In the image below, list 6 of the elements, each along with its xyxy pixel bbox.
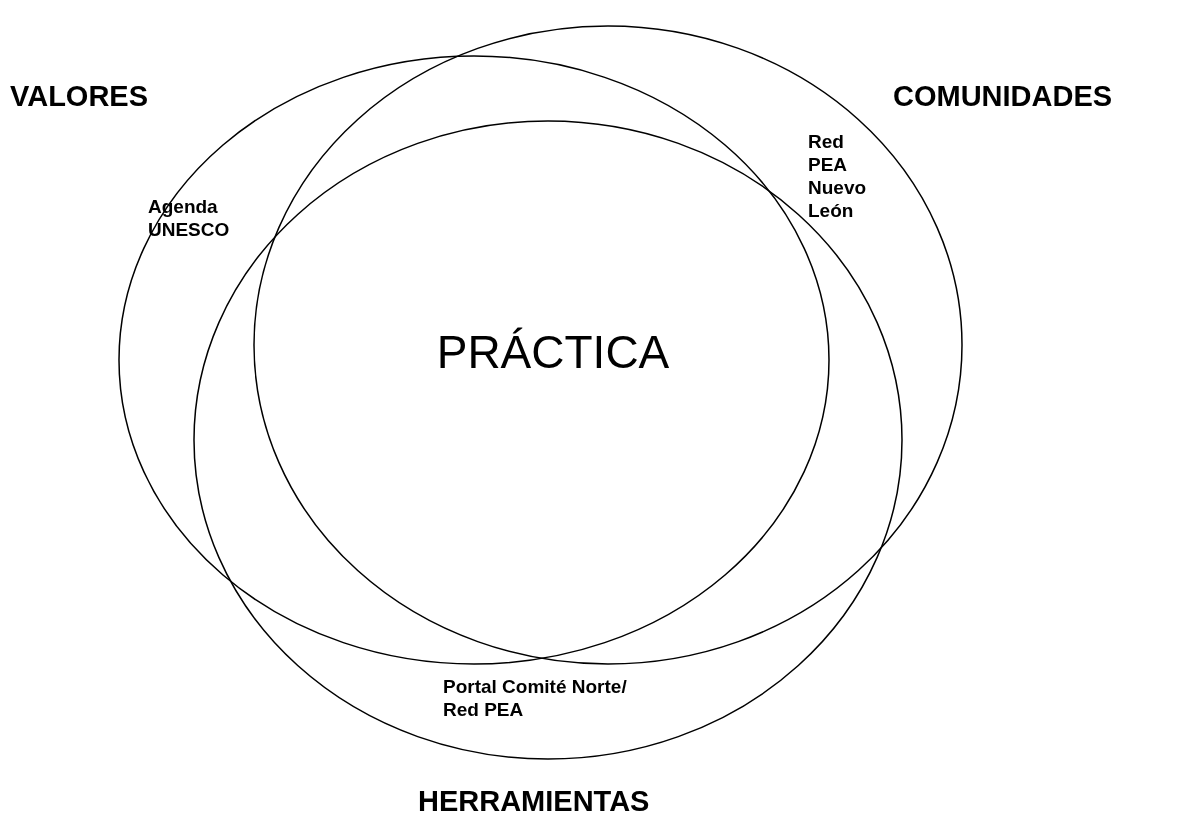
set-heading: VALORES xyxy=(10,80,149,113)
center-label: PRÁCTICA xyxy=(435,325,671,379)
overlap-label: Portal Comité Norte/ Red PEA xyxy=(443,675,628,721)
overlap-label: Red PEA Nuevo León xyxy=(808,130,868,222)
set-heading: COMUNIDADES xyxy=(893,80,1113,113)
set-heading: HERRAMIENTAS xyxy=(418,785,650,818)
